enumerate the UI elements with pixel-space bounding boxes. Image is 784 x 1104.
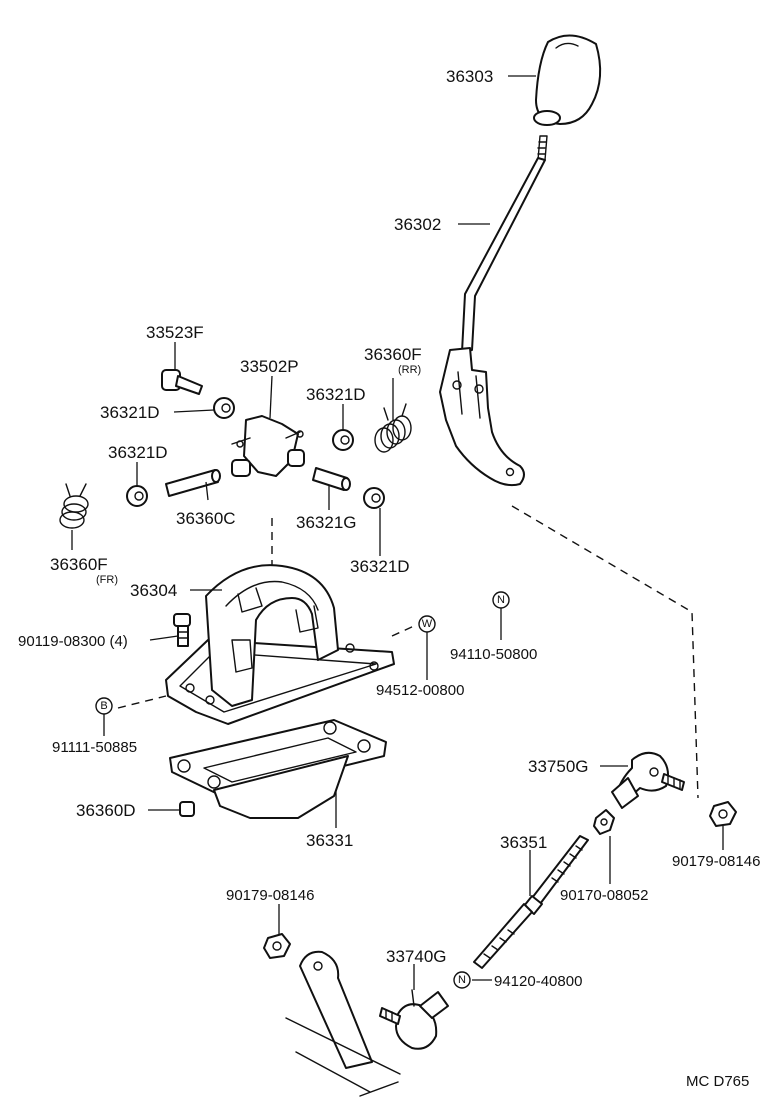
svg-text:B: B xyxy=(100,700,107,712)
label-36303: 36303 xyxy=(446,67,493,86)
label-33523F: 33523F xyxy=(146,323,204,342)
leader-lines xyxy=(71,75,724,990)
nut-90179-left xyxy=(263,933,291,959)
seat-plate-36331 xyxy=(169,719,387,819)
label-33740G: 33740G xyxy=(386,947,447,966)
transmission-lever xyxy=(285,950,401,1097)
label-36321D-d: 36321D xyxy=(350,557,410,576)
label-36360C: 36360C xyxy=(176,509,236,528)
control-rod-36351 xyxy=(473,835,589,969)
circle-marker-n1: N xyxy=(492,591,510,609)
circle-marker-n2: N xyxy=(453,971,471,989)
svg-text:N: N xyxy=(458,974,466,986)
spring-36360F-fr xyxy=(59,483,89,529)
label-36302: 36302 xyxy=(394,215,441,234)
label-36360D: 36360D xyxy=(76,801,136,820)
svg-text:N: N xyxy=(497,594,505,606)
nut-90179-right xyxy=(709,801,737,827)
label-36321G: 36321G xyxy=(296,513,357,532)
label-90179-left: 90179-08146 xyxy=(226,887,314,904)
label-94512: 94512-00800 xyxy=(376,682,464,699)
dashed-line-plate xyxy=(117,625,415,709)
retainer-33502P xyxy=(231,415,305,477)
label-36360F-rr-note: (RR) xyxy=(398,364,421,376)
ball-joint-33750G xyxy=(611,751,685,809)
label-94120: 94120-40800 xyxy=(494,973,582,990)
label-33502P: 33502P xyxy=(240,357,299,376)
label-36321D-a: 36321D xyxy=(100,403,160,422)
shift-knob xyxy=(533,34,602,126)
label-36360F-fr-note: (FR) xyxy=(96,574,118,586)
label-33750G: 33750G xyxy=(528,757,589,776)
label-90179-right: 90179-08146 xyxy=(672,853,760,870)
nut-90170 xyxy=(593,809,615,835)
label-94110: 94110-50800 xyxy=(450,646,537,663)
dashed-line-lever-joint xyxy=(511,505,699,799)
label-36321D-b: 36321D xyxy=(306,385,366,404)
label-90170: 90170-08052 xyxy=(560,887,648,904)
label-36304: 36304 xyxy=(130,581,177,600)
label-91111: 91111-50885 xyxy=(52,739,137,756)
bolt-33523F xyxy=(161,369,203,395)
bushing-36321D-d xyxy=(363,487,385,509)
bolt-90119 xyxy=(173,613,191,647)
label-36351: 36351 xyxy=(500,833,547,852)
label-36360F-rr: 36360F xyxy=(364,345,422,364)
bushing-36360D xyxy=(179,801,195,817)
shift-lever xyxy=(439,135,548,487)
circle-marker-b: B xyxy=(95,697,113,715)
spring-36360F-rr xyxy=(374,403,412,453)
footer-code: MC D765 xyxy=(686,1073,749,1090)
bushing-36321D-a xyxy=(213,397,235,419)
ball-joint-33740G xyxy=(379,989,449,1050)
bushing-36321D-b xyxy=(332,429,354,451)
pin-36360C xyxy=(165,469,221,497)
circle-marker-w: W xyxy=(418,615,436,633)
shift-housing xyxy=(165,564,395,725)
label-90119: 90119-08300 (4) xyxy=(18,633,128,650)
label-36331: 36331 xyxy=(306,831,353,850)
pin-36321G xyxy=(312,467,351,491)
bushing-36321D-c xyxy=(126,485,148,507)
label-36360F-fr: 36360F xyxy=(50,555,108,574)
label-36321D-c: 36321D xyxy=(108,443,168,462)
svg-text:W: W xyxy=(422,618,433,630)
